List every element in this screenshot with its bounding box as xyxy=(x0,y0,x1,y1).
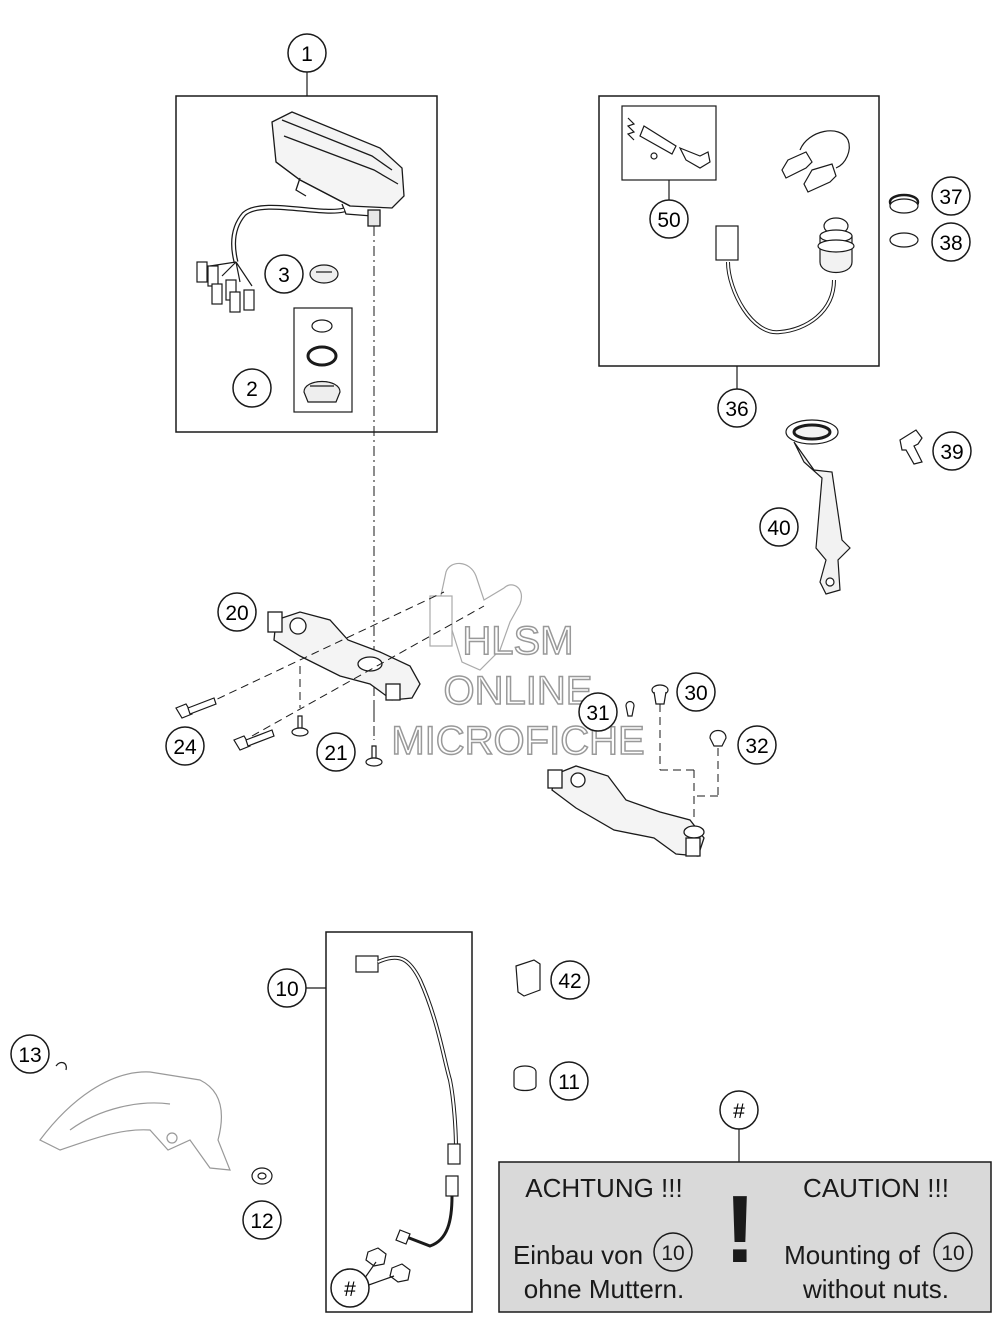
assembly-lines xyxy=(193,591,719,820)
callout-13: 13 xyxy=(10,1034,50,1074)
group-box-sensor xyxy=(325,931,473,1313)
screw-parts-21 xyxy=(291,715,383,767)
bolt-parts-24 xyxy=(175,697,275,751)
callout-30: 30 xyxy=(676,672,716,712)
note-heading-en: CAUTION !!! xyxy=(803,1173,949,1203)
lock-cylinder-part-50 xyxy=(626,117,711,169)
svg-text:36: 36 xyxy=(725,398,748,421)
callout-39: 39 xyxy=(932,431,972,471)
callout-37: 37 xyxy=(931,176,971,216)
holder-bracket-part xyxy=(429,562,522,671)
disc-guard-part xyxy=(39,1061,231,1171)
svg-text:11: 11 xyxy=(558,1071,580,1094)
callout-20: 20 xyxy=(217,592,257,632)
note-heading-de: ACHTUNG !!! xyxy=(525,1173,682,1203)
key-part-39 xyxy=(899,429,923,465)
note-line1-en: Mounting of xyxy=(784,1240,921,1270)
callouts: 1 3 2 50 36 37 38 39 40 20 24 21 30 31 3… xyxy=(10,33,972,1308)
group-box-ignition xyxy=(598,95,880,367)
svg-text:32: 32 xyxy=(745,735,768,758)
clamp-part-11 xyxy=(513,1065,537,1092)
callout-hash-top: # xyxy=(719,1090,759,1130)
watermark-line-1: HLSM xyxy=(462,619,573,663)
note-ref-en: 10 xyxy=(941,1242,964,1265)
svg-text:12: 12 xyxy=(250,1210,273,1233)
instrument-cluster-part xyxy=(231,111,405,263)
caution-note-box xyxy=(498,1161,992,1313)
spacer-part-12 xyxy=(251,1167,273,1185)
callout-40: 40 xyxy=(759,507,799,547)
holder-part-40 xyxy=(785,419,851,595)
note-line2-de: ohne Muttern. xyxy=(524,1274,684,1304)
seal-set-part-2 xyxy=(303,319,341,403)
callout-12: 12 xyxy=(242,1200,282,1240)
callout-1: 1 xyxy=(287,33,327,73)
clip-part-42 xyxy=(515,959,541,997)
svg-text:10: 10 xyxy=(275,978,298,1001)
callout-21: 21 xyxy=(316,732,356,772)
svg-text:21: 21 xyxy=(324,742,347,765)
svg-text:31: 31 xyxy=(586,702,609,725)
svg-text:2: 2 xyxy=(246,378,258,401)
ring-parts xyxy=(888,193,920,248)
svg-text:13: 13 xyxy=(18,1044,41,1067)
callout-11: 11 xyxy=(549,1061,589,1101)
callout-42: 42 xyxy=(550,960,590,1000)
svg-text:#: # xyxy=(344,1278,356,1301)
svg-text:1: 1 xyxy=(301,43,313,66)
inset-box-part-2 xyxy=(293,307,353,413)
callout-32: 32 xyxy=(737,725,777,765)
speed-sensor-cable-part xyxy=(355,955,461,1248)
callout-3: 3 xyxy=(264,254,304,294)
triple-clamp-upper xyxy=(267,611,421,701)
ignition-switch-part xyxy=(715,217,855,335)
cap-part-3 xyxy=(309,264,339,284)
callout-31: 31 xyxy=(578,692,618,732)
svg-text:3: 3 xyxy=(278,264,290,287)
callout-36: 36 xyxy=(717,388,757,428)
nut-parts xyxy=(365,1247,411,1283)
note-line1-de: Einbau von xyxy=(513,1240,643,1270)
note-ref-de: 10 xyxy=(661,1242,684,1265)
watermark-line-2: ONLINE xyxy=(444,669,593,713)
callout-2: 2 xyxy=(232,368,272,408)
triple-clamp-lower xyxy=(547,765,705,857)
svg-text:37: 37 xyxy=(939,186,962,209)
svg-text:20: 20 xyxy=(225,602,248,625)
callout-hash-bottom: # xyxy=(330,1268,370,1308)
exclamation-mark: ! xyxy=(724,1176,756,1283)
svg-text:42: 42 xyxy=(558,970,581,993)
svg-text:39: 39 xyxy=(940,441,963,464)
svg-text:24: 24 xyxy=(173,736,197,759)
wire-connectors-part xyxy=(196,261,255,313)
small-parts-30-32 xyxy=(625,684,727,747)
svg-text:38: 38 xyxy=(939,232,962,255)
watermark: HLSM ONLINE MICROFICHE xyxy=(391,618,646,764)
svg-text:#: # xyxy=(733,1100,745,1123)
keys-part xyxy=(781,130,850,193)
callout-24: 24 xyxy=(165,726,205,766)
callout-10: 10 xyxy=(267,968,307,1008)
callout-50: 50 xyxy=(649,199,689,239)
svg-text:50: 50 xyxy=(657,209,680,232)
note-line2-en: without nuts. xyxy=(802,1274,949,1304)
svg-text:30: 30 xyxy=(684,682,707,705)
callout-38: 38 xyxy=(931,222,971,262)
svg-text:40: 40 xyxy=(767,517,790,540)
caution-note: ACHTUNG !!! CAUTION !!! ! Einbau von 10 … xyxy=(513,1173,973,1304)
